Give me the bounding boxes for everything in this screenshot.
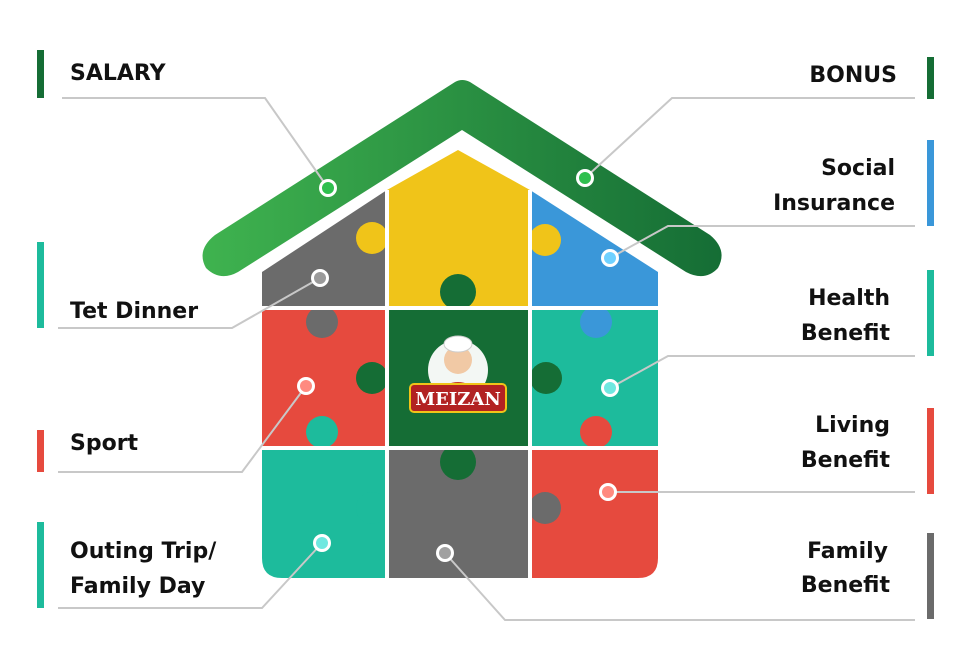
- tab-salary: [37, 50, 44, 98]
- piece-outing: [262, 448, 387, 578]
- label-social-1: Social: [821, 156, 895, 181]
- tab-sport: [37, 430, 44, 472]
- tab-tet-dinner: [37, 242, 44, 328]
- tab-living-benefit: [927, 408, 934, 494]
- connectors: [58, 97, 915, 621]
- label-living-1: Living: [815, 413, 890, 438]
- connector-dots: [297, 169, 619, 562]
- tab-outing: [37, 522, 44, 608]
- tab-bonus: [927, 57, 934, 99]
- piece-living-benefit: [530, 448, 658, 578]
- house-body: [262, 150, 658, 578]
- piece-social-insurance: [530, 190, 658, 308]
- piece-tet-dinner: [262, 190, 387, 308]
- label-family-1: Family: [807, 539, 888, 564]
- label-health-2: Benefit: [801, 321, 891, 346]
- meizan-logo: MEIZAN: [409, 335, 507, 413]
- label-sport: Sport: [70, 431, 139, 456]
- label-social-2: Insurance: [773, 191, 895, 216]
- label-family-2: Benefit: [801, 573, 891, 598]
- tab-family-benefit: [927, 533, 934, 619]
- tab-social-insurance: [927, 140, 934, 226]
- label-outing-1: Outing Trip/: [70, 539, 217, 564]
- tab-health-benefit: [927, 270, 934, 356]
- label-health-1: Health: [808, 286, 890, 311]
- label-salary: SALARY: [70, 61, 167, 86]
- piece-top-yellow: [387, 150, 530, 308]
- label-bonus: BONUS: [809, 63, 897, 88]
- logo-text: MEIZAN: [415, 389, 501, 410]
- label-tet-dinner: Tet Dinner: [70, 299, 198, 324]
- roof: [202, 80, 722, 277]
- label-living-2: Benefit: [801, 448, 891, 473]
- label-outing-2: Family Day: [70, 574, 205, 599]
